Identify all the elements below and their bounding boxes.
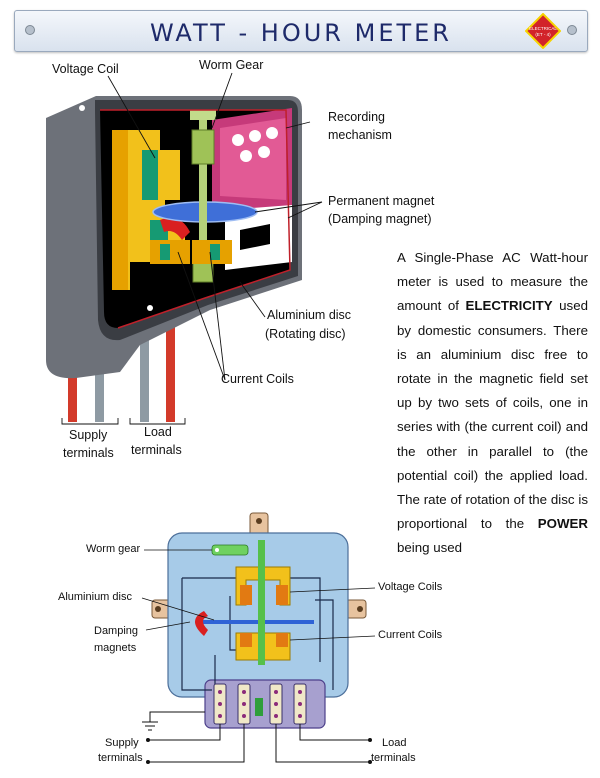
label-aluminium-disc-line1: Aluminium disc [267, 308, 352, 322]
bottom-leader-lines [141, 549, 376, 641]
label-supply-bottom-line2: terminals [98, 752, 143, 764]
ground-symbol [142, 711, 205, 731]
badge-line1: ELECTRICAL [529, 26, 557, 31]
description-bold-electricity: ELECTRICITY [465, 298, 553, 314]
terminal-brackets [61, 418, 186, 425]
label-recording-line1: Recording [328, 110, 385, 124]
aluminium-disc-bar [196, 620, 314, 624]
label-load-line2: terminals [131, 443, 182, 457]
label-permanent-magnet-line1: Permanent magnet [328, 194, 435, 208]
mounting-lugs [151, 512, 367, 619]
label-aluminium-disc-line2: (Rotating disc) [265, 327, 346, 341]
page-title: WATT - HOUR METER [150, 19, 452, 47]
publisher-badge-logo: ELECTRICAL (ET - 4) [525, 13, 561, 49]
label-current-coils: Current Coils [221, 372, 294, 386]
label-permanent-magnet-line2: (Damping magnet) [328, 212, 432, 226]
label-aluminium-disc-bottom: Aluminium disc [58, 591, 132, 603]
label-voltage-coils: Voltage Coils [378, 581, 443, 593]
label-load-bottom-line1: Load [382, 737, 407, 749]
rivet-right [567, 25, 577, 35]
description-part1: A Single-Phase AC Watt-hour meter is use… [397, 250, 588, 314]
terminal-screws [218, 690, 302, 718]
label-worm-gear: Worm Gear [199, 58, 264, 72]
label-load-line1: Load [144, 425, 172, 439]
title-bar: WATT - HOUR METER [14, 10, 588, 52]
spindle [258, 540, 265, 665]
label-worm-gear-bottom: Worm gear [86, 543, 141, 555]
top-leader-lines [107, 72, 323, 381]
label-current-coils-bottom: Current Coils [378, 629, 443, 641]
label-supply-line1: Supply [69, 428, 108, 442]
label-damping-line2: magnets [94, 642, 137, 654]
damping-magnet-art [160, 205, 292, 270]
link-terminal [255, 698, 263, 716]
description-text: A Single-Phase AC Watt-hour meter is use… [397, 246, 588, 561]
recording-mechanism-art [212, 108, 292, 215]
label-load-bottom-line2: terminals [371, 752, 416, 764]
current-coils-art [150, 240, 232, 264]
rivet-left [25, 25, 35, 35]
voltage-coil-yoke [235, 566, 291, 606]
label-supply-line2: terminals [63, 446, 114, 460]
description-part3: being used [397, 540, 463, 556]
terminal-wires [68, 320, 175, 422]
spindle-and-worm-gear [190, 110, 216, 283]
label-recording-line2: mechanism [328, 128, 392, 142]
badge-line2: (ET - 4) [535, 32, 551, 37]
description-part2: used by domestic consumers. There is an … [397, 298, 588, 532]
external-wires [148, 724, 370, 763]
label-voltage-coil: Voltage Coil [52, 62, 119, 76]
description-bold-power: POWER [537, 516, 588, 532]
label-damping-line1: Damping [94, 625, 139, 637]
label-supply-bottom-line1: Supply [105, 737, 139, 749]
